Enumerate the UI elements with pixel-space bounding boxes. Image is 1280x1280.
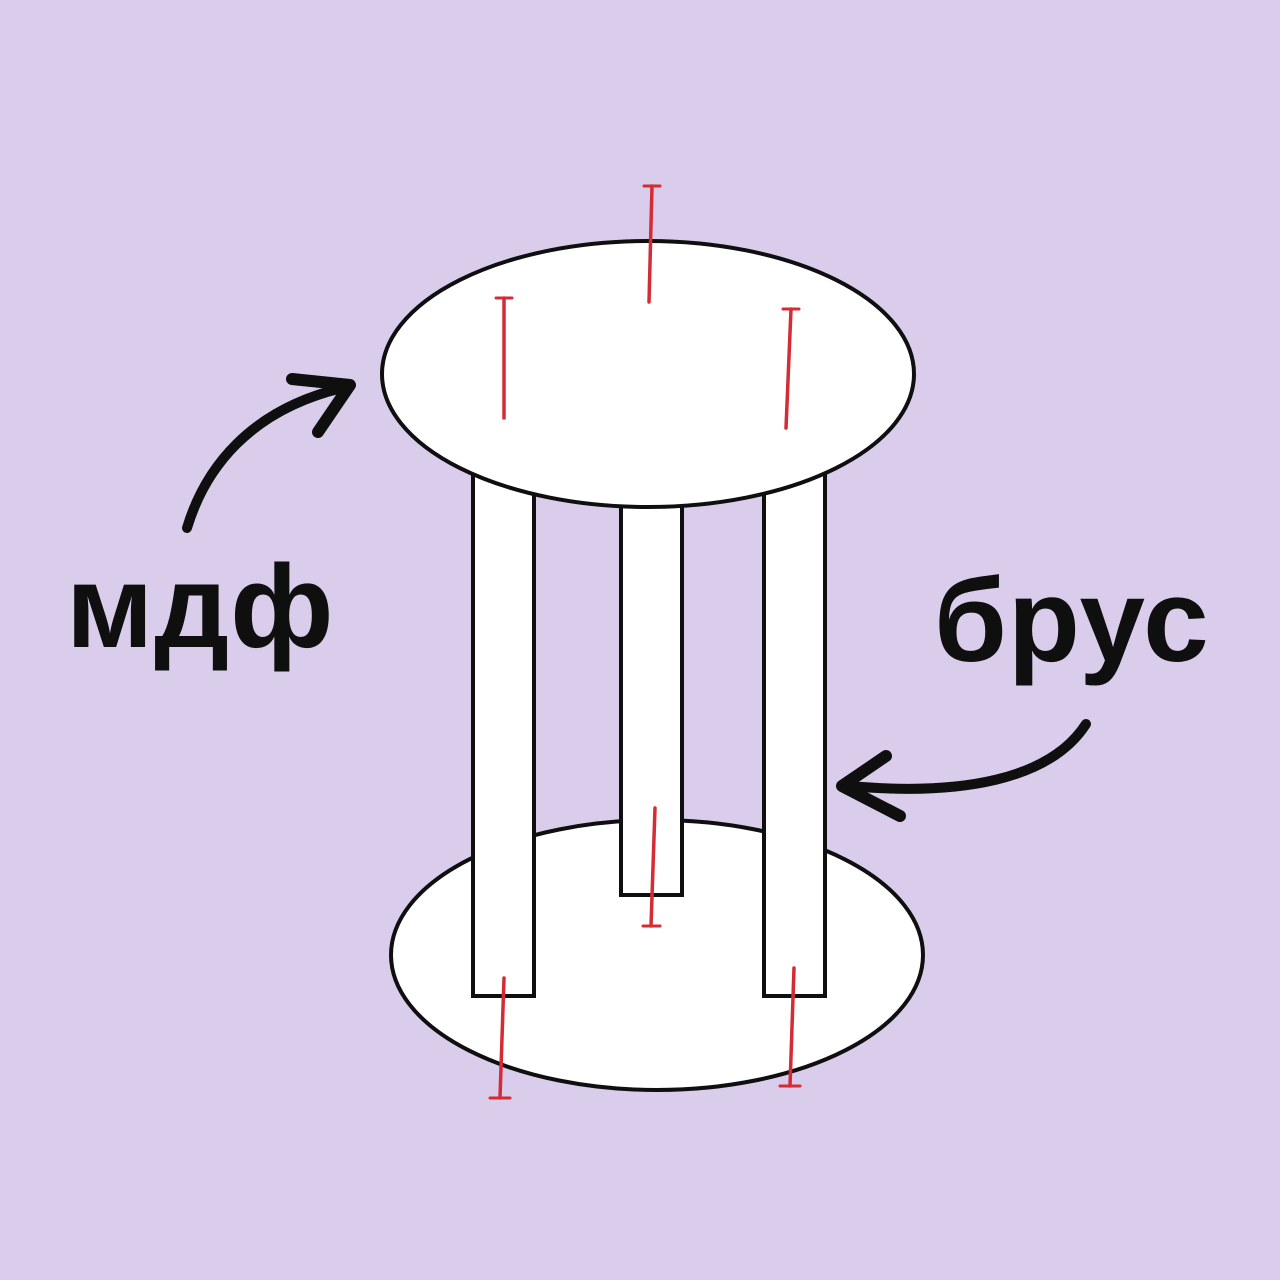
label-mdf: мдф xyxy=(66,541,335,673)
nail-top-right xyxy=(781,307,801,430)
top-board xyxy=(380,239,916,509)
arrow-to-legs xyxy=(836,719,1091,822)
leg-middle xyxy=(619,498,684,897)
leg-left xyxy=(471,463,536,998)
nail-bottom-middle xyxy=(641,806,662,928)
label-brus: брус xyxy=(934,555,1210,687)
nail-top-left xyxy=(494,296,514,420)
arrow-to-top-board xyxy=(182,373,356,533)
leg-right xyxy=(762,468,827,998)
nail-top-center xyxy=(642,184,662,304)
nail-bottom-right xyxy=(778,966,802,1088)
nail-bottom-left xyxy=(488,976,512,1100)
